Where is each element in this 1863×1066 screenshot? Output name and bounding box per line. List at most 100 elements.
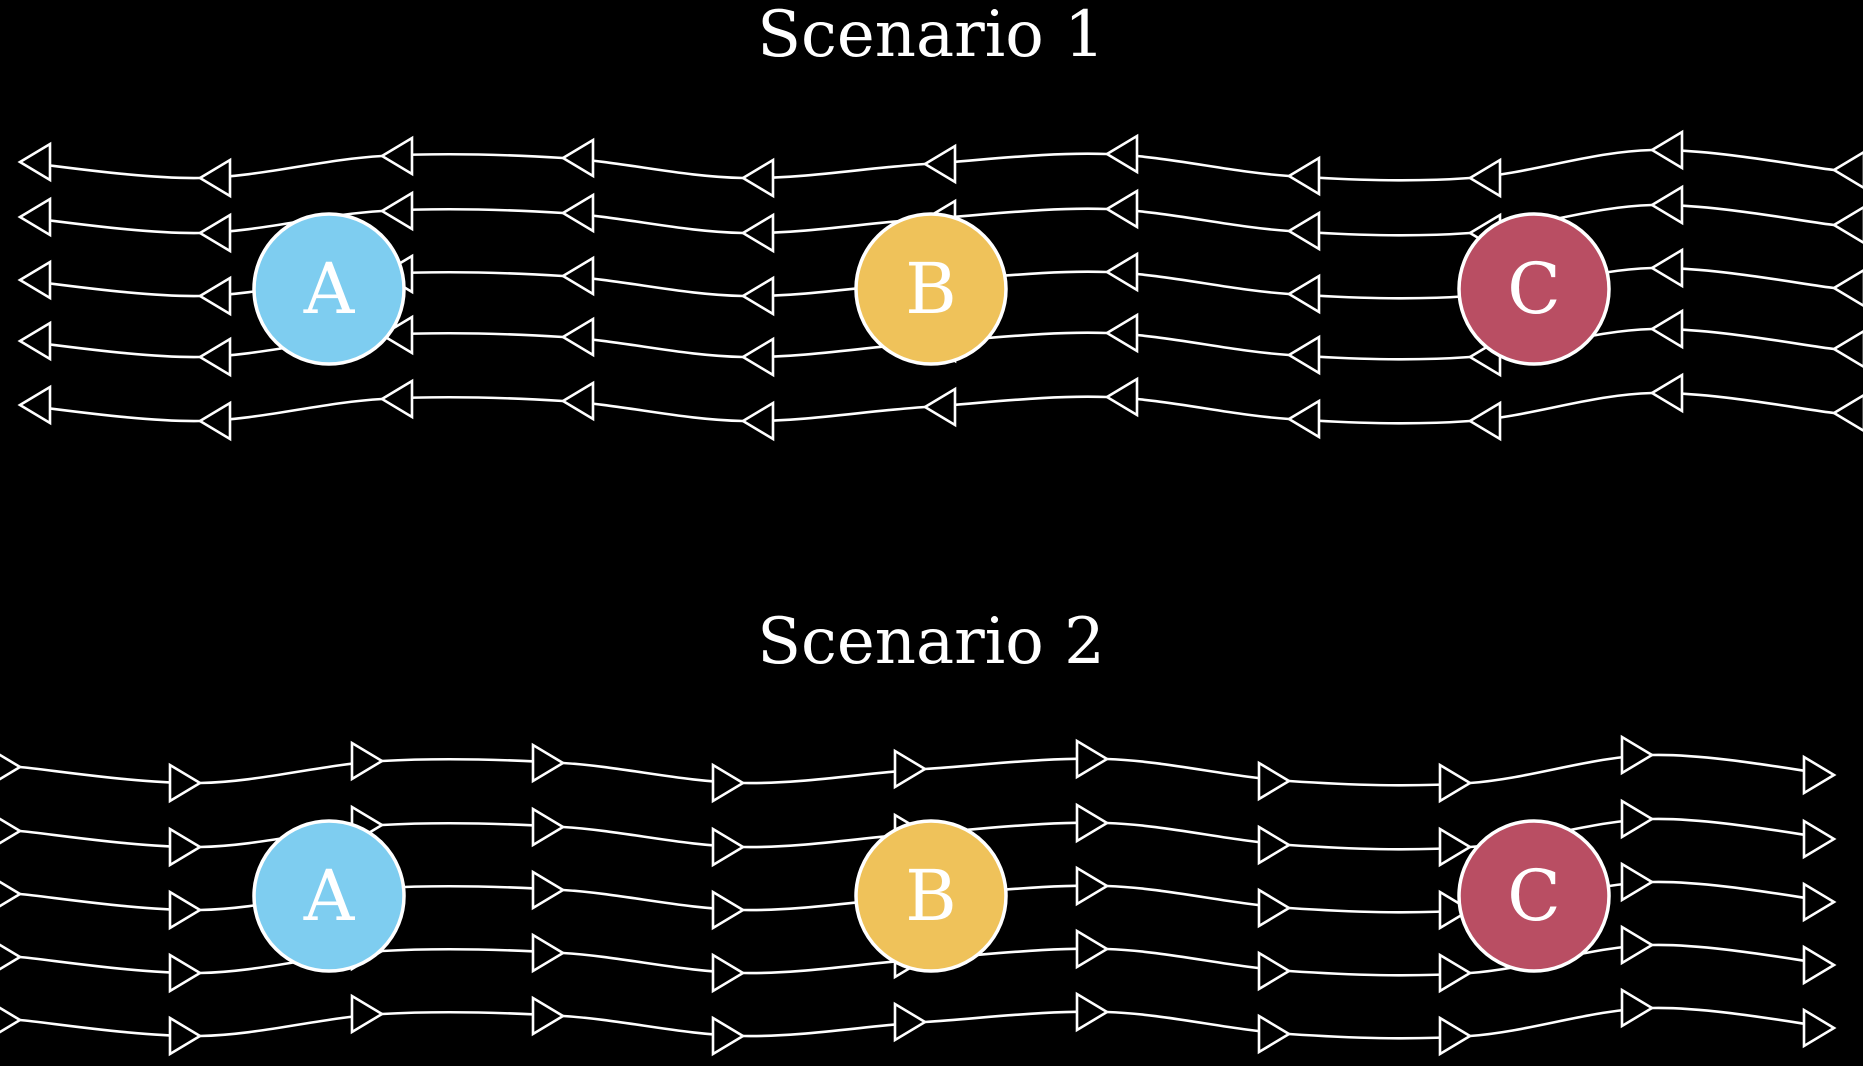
arrowhead-right-icon (1257, 950, 1292, 992)
arrowhead-right-icon (350, 993, 385, 1035)
node-b-label: B (905, 855, 956, 937)
arrowhead-right-icon (711, 952, 746, 994)
arrowhead-left-icon (1649, 372, 1684, 414)
arrowhead-right-icon (350, 740, 385, 782)
arrowhead-left-icon (560, 137, 595, 179)
arrowhead-left-icon (560, 192, 595, 234)
arrowhead-right-icon (168, 889, 203, 931)
arrowhead-right-icon (1620, 987, 1655, 1029)
arrowhead-right-icon (711, 826, 746, 868)
node-c-label: C (1507, 855, 1561, 937)
arrowhead-left-icon (1831, 269, 1863, 307)
scenario-2-title: Scenario 2 (757, 605, 1105, 679)
arrowhead-right-icon (0, 753, 23, 781)
arrowhead-left-icon (1649, 184, 1684, 226)
scenario-2-flow-lines (0, 734, 1837, 1057)
arrowhead-right-icon (1075, 738, 1110, 780)
arrowhead-left-icon (740, 336, 775, 378)
scenario-2-node-c: C (1457, 819, 1611, 973)
arrowhead-right-icon (0, 943, 23, 971)
node-b-circle (854, 819, 1008, 973)
arrowhead-left-icon (922, 386, 957, 428)
arrowhead-right-icon (1438, 952, 1473, 994)
arrowhead-left-icon (1649, 129, 1684, 171)
arrowhead-left-icon (560, 316, 595, 358)
scenario-1: Scenario 1 A B C (17, 0, 1863, 442)
scenario-1-node-b: B (854, 212, 1008, 366)
arrowhead-left-icon (1831, 330, 1863, 368)
arrowhead-left-icon (197, 336, 232, 378)
arrowhead-right-icon (711, 762, 746, 804)
arrowhead-left-icon (1104, 251, 1139, 293)
arrowhead-right-icon (531, 995, 566, 1037)
arrowhead-right-icon (1075, 802, 1110, 844)
arrowhead-right-icon (1802, 881, 1837, 923)
arrowhead-left-icon (1649, 308, 1684, 350)
arrowhead-right-icon (0, 1006, 23, 1034)
arrowhead-right-icon (1802, 818, 1837, 860)
scenario-2-node-b: B (854, 819, 1008, 973)
arrowhead-left-icon (1286, 273, 1321, 315)
arrowhead-left-icon (379, 190, 414, 232)
arrowhead-right-icon (711, 1015, 746, 1057)
scenario-1-title: Scenario 1 (757, 0, 1105, 72)
arrowhead-left-icon (1286, 398, 1321, 440)
arrowhead-right-icon (0, 880, 23, 908)
arrowhead-left-icon (740, 212, 775, 254)
arrowhead-right-icon (531, 932, 566, 974)
arrowhead-left-icon (17, 259, 52, 301)
arrowhead-right-icon (1620, 861, 1655, 903)
arrowhead-right-icon (1802, 1007, 1837, 1049)
arrowhead-right-icon (711, 889, 746, 931)
arrowhead-left-icon (379, 314, 414, 356)
arrowhead-right-icon (893, 748, 928, 790)
node-a-circle (252, 212, 406, 366)
arrowhead-left-icon (1467, 157, 1502, 199)
arrowhead-left-icon (740, 157, 775, 199)
node-a-label: A (303, 855, 356, 937)
arrowhead-left-icon (560, 380, 595, 422)
arrowhead-left-icon (560, 255, 595, 297)
arrowhead-right-icon (1620, 734, 1655, 776)
arrowhead-left-icon (740, 400, 775, 442)
arrowhead-left-icon (1104, 376, 1139, 418)
node-c-label: C (1507, 248, 1561, 330)
arrowhead-left-icon (197, 400, 232, 442)
arrowhead-right-icon (531, 869, 566, 911)
arrowhead-right-icon (168, 826, 203, 868)
node-a-label: A (303, 248, 356, 330)
arrowhead-right-icon (1802, 944, 1837, 986)
node-a-circle (252, 819, 406, 973)
arrowhead-right-icon (1257, 760, 1292, 802)
arrowhead-right-icon (1075, 865, 1110, 907)
arrowhead-right-icon (1075, 991, 1110, 1033)
flow-line (19, 753, 1835, 787)
arrowhead-left-icon (17, 196, 52, 238)
scenario-1-node-a: A (252, 212, 406, 366)
arrowhead-right-icon (168, 1015, 203, 1057)
arrowhead-left-icon (197, 212, 232, 254)
arrowhead-right-icon (1257, 1013, 1292, 1055)
arrowhead-left-icon (17, 141, 52, 183)
arrowhead-left-icon (1104, 133, 1139, 175)
arrowhead-left-icon (1104, 312, 1139, 354)
arrowhead-left-icon (1831, 206, 1863, 244)
arrowhead-right-icon (168, 762, 203, 804)
arrowhead-right-icon (1075, 928, 1110, 970)
arrowhead-right-icon (1438, 889, 1473, 931)
arrowhead-right-icon (1438, 826, 1473, 868)
arrowhead-right-icon (1620, 924, 1655, 966)
arrowhead-right-icon (1438, 762, 1473, 804)
arrowhead-left-icon (17, 384, 52, 426)
arrowhead-right-icon (0, 817, 23, 845)
arrowhead-right-icon (1257, 887, 1292, 929)
arrowhead-right-icon (168, 952, 203, 994)
node-b-circle (854, 212, 1008, 366)
node-c-circle (1457, 212, 1611, 366)
arrowhead-right-icon (1257, 824, 1292, 866)
arrowhead-left-icon (740, 275, 775, 317)
flow-line (19, 1006, 1835, 1040)
arrowhead-left-icon (1286, 210, 1321, 252)
arrowhead-left-icon (1467, 400, 1502, 442)
